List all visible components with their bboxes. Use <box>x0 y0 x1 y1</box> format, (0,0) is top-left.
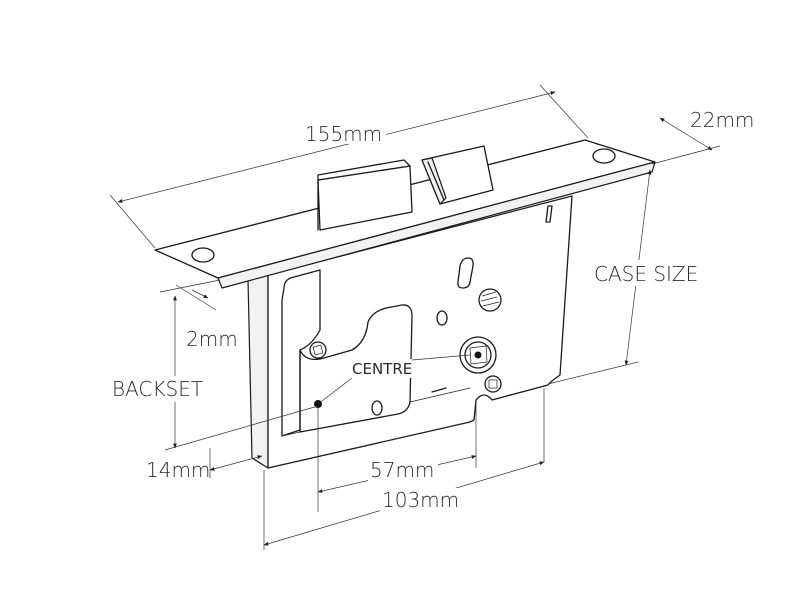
small-hole-upper <box>436 310 448 326</box>
dim-14-line <box>209 455 263 471</box>
label-backset: BACKSET <box>112 377 203 401</box>
ext-155-left <box>109 194 156 249</box>
threaded-hole <box>478 288 502 312</box>
ext-case-bottom <box>547 361 639 385</box>
square-hole-left <box>309 341 327 359</box>
label-bg-case <box>592 260 690 286</box>
cylinder-hole-inner <box>488 379 498 389</box>
case-features <box>309 205 553 416</box>
slot-top-right <box>545 205 553 223</box>
label-14mm: 14mm <box>146 458 210 482</box>
dim-22-line <box>659 117 713 151</box>
thread-lines <box>480 291 500 307</box>
label-centre: CENTRE <box>352 360 412 378</box>
label-bg-57 <box>368 457 438 481</box>
spindle-hub-inner <box>464 341 492 369</box>
small-slot <box>431 387 447 393</box>
label-bg-centre <box>350 359 412 378</box>
ext-22 <box>651 145 721 165</box>
square-hole-inner <box>312 344 324 356</box>
centre-leader-left <box>317 377 353 405</box>
forend-screw-hole-right <box>592 148 616 164</box>
label-bg-backset <box>110 376 206 402</box>
dim-155-line <box>117 91 556 203</box>
ext-backset-top <box>159 279 221 293</box>
label-bg-103 <box>380 488 464 512</box>
case-inner-groove <box>281 387 471 437</box>
label-2mm: 2mm <box>186 327 238 351</box>
dimension-lines <box>109 84 721 550</box>
spindle-centre-dot <box>474 351 482 359</box>
case-side-edge <box>247 274 269 469</box>
lock-case <box>247 195 573 469</box>
label-case-size: CASE SIZE <box>594 262 698 286</box>
label-57mm: 57mm <box>370 458 434 482</box>
ext-backset-bottom <box>164 405 319 451</box>
small-hole-lower <box>371 400 383 416</box>
label-22mm: 22mm <box>690 108 754 132</box>
dim-2-arrow <box>191 289 209 299</box>
spindle-square <box>469 345 488 365</box>
label-155mm: 155mm <box>305 122 382 146</box>
cylinder-hole <box>484 375 502 393</box>
label-bg-155 <box>302 120 386 144</box>
case-inner-pocket <box>299 304 413 433</box>
forend-screw-hole-left <box>191 247 215 263</box>
dim-2-line <box>175 284 217 311</box>
ext-155-right <box>539 84 589 139</box>
pill-slot <box>457 257 474 289</box>
centre-leader-right <box>411 354 471 361</box>
spindle-hub-outer <box>459 336 497 374</box>
label-103mm: 103mm <box>382 488 459 512</box>
case-face <box>267 195 573 469</box>
